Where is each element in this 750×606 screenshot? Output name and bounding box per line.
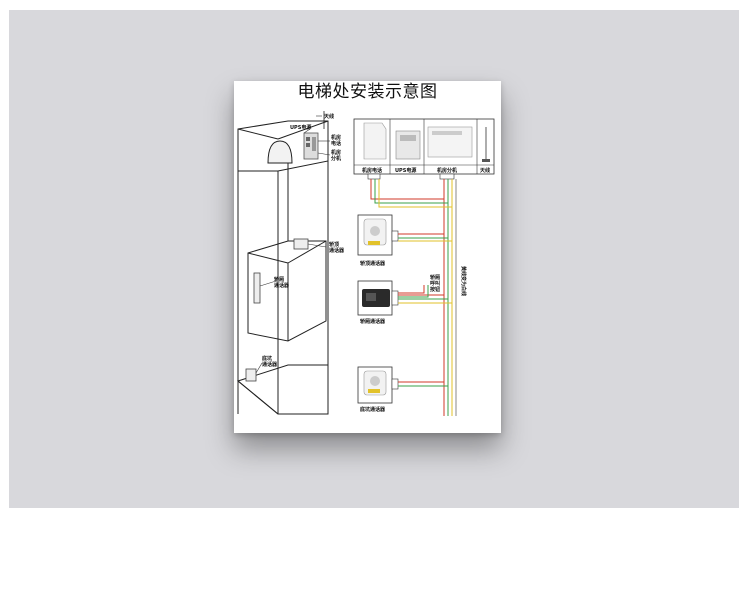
car-phone xyxy=(357,280,452,316)
hoist-motor xyxy=(267,140,293,164)
device-label-antenna: 天线 xyxy=(480,167,490,174)
car-top-phone-box xyxy=(293,238,309,250)
pit-phone-box xyxy=(245,368,257,382)
device-label-ups: UPS电源 xyxy=(395,167,416,174)
label-machine-unit-b: 分机 xyxy=(331,155,341,162)
car-panel xyxy=(253,272,261,304)
device-label-machine-phone: 机房电话 xyxy=(361,167,382,174)
label-car-top-a: 轿顶 xyxy=(329,241,339,248)
device-label-machine-unit: 机房分机 xyxy=(436,167,457,174)
label-machine-phone-a: 机房 xyxy=(330,134,341,141)
label-machine-phone-b: 电话 xyxy=(331,140,341,147)
label-antenna: 天线 xyxy=(324,113,334,120)
elevator-shaft xyxy=(236,120,329,415)
device-label-car-top-phone: 轿顶通话器 xyxy=(360,260,386,267)
label-car-top-b: 通话器 xyxy=(329,247,345,254)
label-pit-b: 通话器 xyxy=(262,361,278,368)
label-machine-unit-a: 机房 xyxy=(330,149,341,156)
car-top-phone xyxy=(357,214,452,256)
label-pit-a: 底坑 xyxy=(261,355,272,362)
annotation-car-b: 呼叫 xyxy=(430,280,440,287)
installation-diagram: 天线 UPS电源 机房 电话 机房 分机 轿顶 通话器 轿厢 通话器 底坑 通话… xyxy=(236,111,495,416)
device-label-car-phone: 轿厢通话器 xyxy=(360,318,386,325)
annotation-car-a: 轿厢 xyxy=(430,274,440,281)
label-ups: UPS电源 xyxy=(290,124,311,131)
device-label-pit-phone: 底坑通话器 xyxy=(359,406,386,413)
diagram-sheet: 电梯处安装示意图 xyxy=(234,81,501,433)
label-car-b: 通话器 xyxy=(274,282,290,289)
trunk-cables xyxy=(370,179,457,416)
cable-annotation: 黄线变为白线 xyxy=(460,266,467,296)
annotation-car-c: 按钮 xyxy=(430,286,440,293)
machine-room-phone-device xyxy=(363,122,387,160)
annotation-cable: 黄线变为白线 xyxy=(460,266,467,296)
pit-phone xyxy=(357,366,448,404)
label-car-a: 轿厢 xyxy=(274,276,284,283)
diagram-title: 电梯处安装示意图 xyxy=(297,82,438,102)
